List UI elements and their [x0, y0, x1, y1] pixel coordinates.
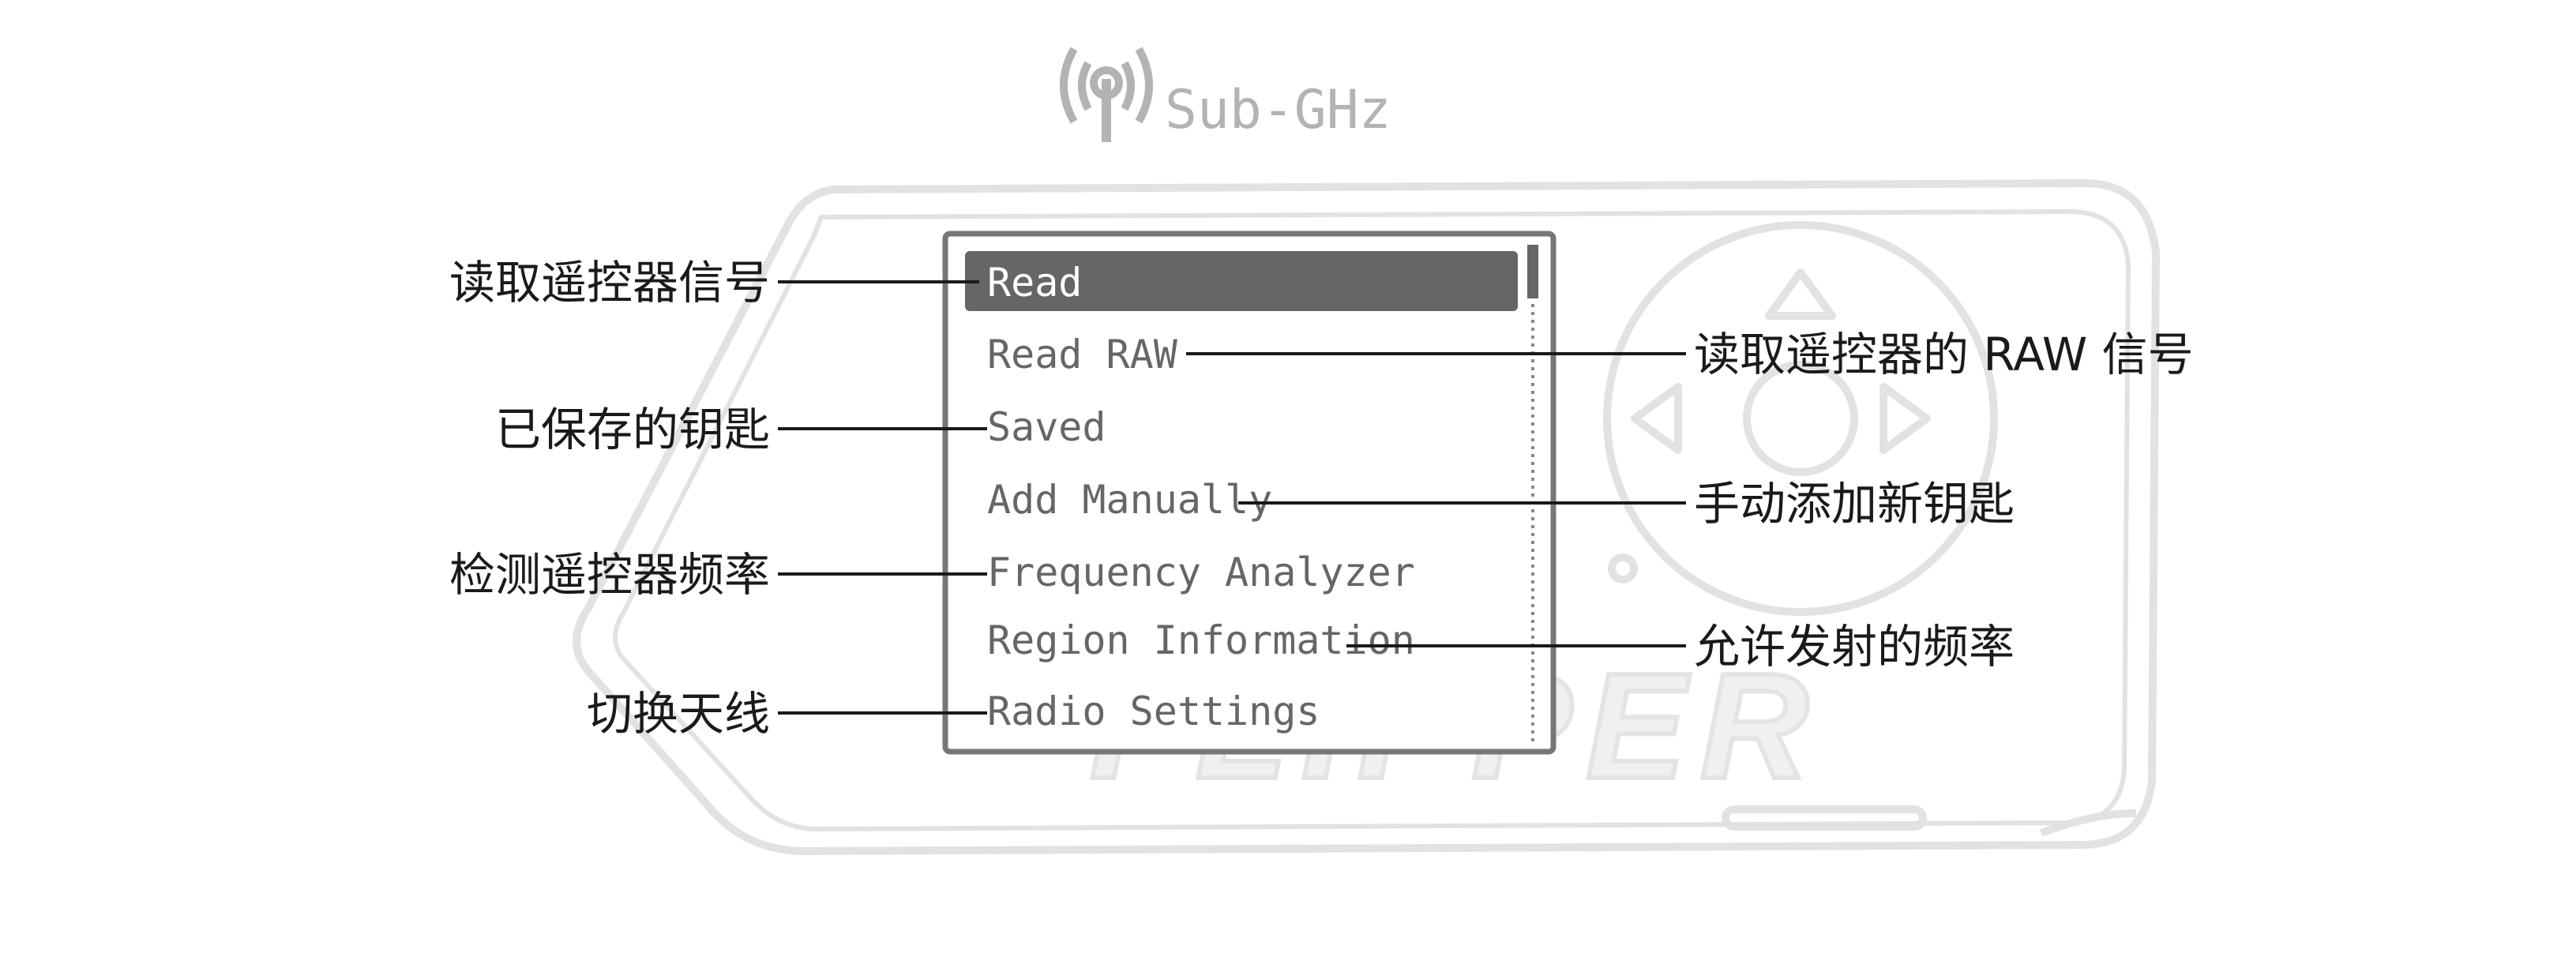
slot-indicator [1722, 805, 1927, 831]
annotation-read: 读取遥控器信号 [449, 256, 770, 310]
menu-item-radio-settings[interactable]: Radio Settings [987, 688, 1320, 734]
annotation-radio-settings: 切换天线 [587, 687, 770, 741]
lanyard-notch [2040, 809, 2137, 837]
annotation-read-raw: 读取遥控器的 RAW 信号 [1694, 328, 2194, 381]
led-indicator [1608, 553, 1638, 583]
dpad-center-button [1743, 361, 1858, 476]
dpad-left-icon [1631, 383, 1682, 454]
leader-lines [778, 280, 1686, 715]
menu-item-saved[interactable]: Saved [987, 404, 1106, 450]
annotation-frequency-analyzer: 检测遥控器频率 [449, 548, 770, 602]
dpad-right-icon [1879, 383, 1931, 454]
left-annotations: 读取遥控器信号 已保存的钥匙 检测遥控器频率 切换天线 [449, 256, 770, 741]
menu-item-read-raw[interactable]: Read RAW [987, 332, 1178, 377]
device-outline [573, 179, 2160, 855]
annotation-saved: 已保存的钥匙 [495, 403, 770, 456]
dpad-ring [1603, 221, 1998, 616]
device-screen [942, 231, 1556, 755]
menu-item-read[interactable]: Read [987, 260, 1082, 306]
annotation-region-information: 允许发射的频率 [1694, 620, 2015, 673]
dpad-up-icon [1765, 268, 1836, 320]
menu-list: Read Read RAW Saved Add Manually Frequen… [987, 260, 1415, 734]
right-annotations: 读取遥控器的 RAW 信号 手动添加新钥匙 允许发射的频率 [1694, 328, 2194, 673]
menu-item-frequency-analyzer[interactable]: Frequency Analyzer [987, 550, 1415, 595]
antenna-icon [1060, 47, 1153, 142]
selection-highlight [965, 251, 1518, 311]
menu-item-region-information[interactable]: Region Information [987, 617, 1415, 663]
page-title: Sub-GHz [1165, 79, 1391, 141]
scrollbar-thumb[interactable] [1527, 245, 1538, 298]
annotation-add-manually: 手动添加新钥匙 [1694, 477, 2015, 531]
menu-item-add-manually[interactable]: Add Manually [987, 477, 1272, 523]
